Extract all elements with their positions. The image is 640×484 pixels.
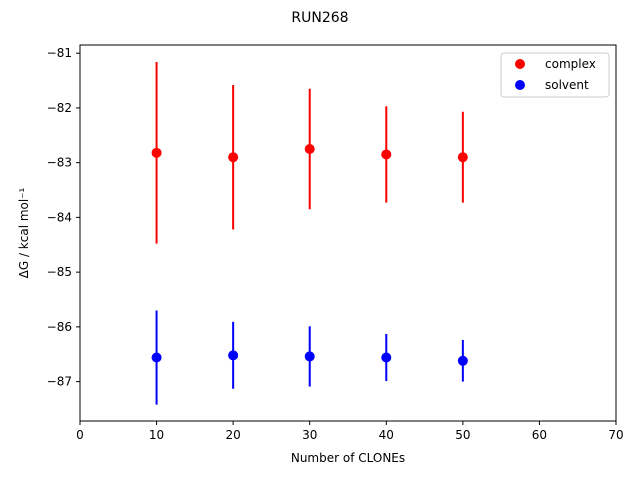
x-tick-label-0: 0	[76, 428, 84, 442]
chart-title: RUN268	[291, 10, 348, 26]
x-tick-label-4: 40	[379, 428, 394, 442]
legend-label-solvent: solvent	[545, 78, 589, 92]
y-tick-label-2: −83	[47, 156, 72, 170]
legend: complex solvent	[500, 52, 610, 98]
data-point-solvent-3	[381, 352, 392, 363]
plot-area: 0 10 20 30 40 50 60 70 −81 −82 −83 −84 −85 −86 −87	[47, 44, 624, 442]
y-axis-label: ΔG / kcal mol⁻¹	[17, 187, 31, 278]
x-tick-label-5: 50	[455, 428, 470, 442]
series-complex	[151, 61, 468, 244]
legend-label-complex: complex	[545, 57, 596, 71]
x-tick-label-3: 30	[302, 428, 317, 442]
y-tick-label-1: −82	[47, 101, 72, 115]
x-tick-label-1: 10	[149, 428, 164, 442]
data-point-complex-0	[151, 147, 162, 158]
y-tick-label-0: −81	[47, 46, 72, 60]
data-point-complex-1	[228, 152, 239, 163]
data-point-complex-4	[457, 152, 468, 163]
legend-marker-solvent	[515, 80, 525, 90]
series-solvent	[151, 310, 468, 405]
data-point-complex-3	[381, 149, 392, 160]
x-axis-label: Number of CLONEs	[291, 451, 405, 465]
y-tick-label-4: −85	[47, 265, 72, 279]
legend-marker-complex	[515, 59, 525, 69]
data-point-solvent-0	[151, 352, 162, 363]
data-point-complex-2	[304, 143, 315, 154]
x-tick-label-7: 70	[608, 428, 623, 442]
x-tick-label-6: 60	[532, 428, 547, 442]
x-tick-label-2: 20	[226, 428, 241, 442]
y-tick-label-5: −86	[47, 320, 72, 334]
legend-box	[500, 52, 610, 98]
data-point-solvent-1	[228, 350, 239, 361]
axes-frame	[79, 44, 617, 422]
data-point-solvent-4	[457, 355, 468, 366]
y-tick-label-6: −87	[47, 375, 72, 389]
data-point-solvent-2	[304, 351, 315, 362]
y-tick-label-3: −84	[47, 210, 72, 224]
